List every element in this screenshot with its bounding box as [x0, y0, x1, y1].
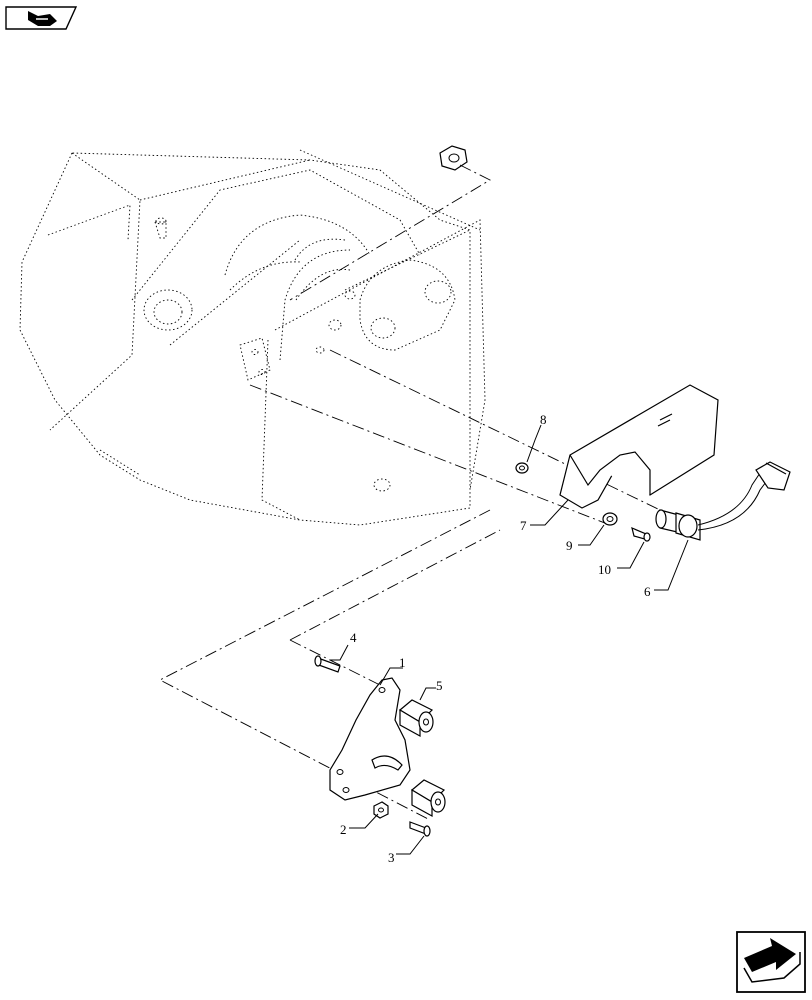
callout-5: 5 [436, 678, 443, 693]
view-direction-tab[interactable] [5, 6, 78, 30]
mounting-bracket [329, 677, 411, 801]
washer-9 [602, 512, 618, 526]
callout-7: 7 [520, 518, 527, 533]
bolt-4 [314, 655, 341, 673]
next-page-arrow-icon [743, 938, 801, 983]
callout-10: 10 [598, 562, 611, 577]
callout-4: 4 [350, 630, 357, 645]
next-page-box[interactable] [736, 931, 806, 993]
proximity-sensor [655, 461, 791, 541]
callout-2: 2 [340, 822, 347, 837]
sensor-bracket [559, 384, 719, 509]
callout-3: 3 [388, 850, 395, 865]
callout-1: 1 [399, 655, 406, 670]
spacer-upper [398, 699, 434, 738]
view-direction-arrow-icon [28, 11, 57, 26]
bolt-3 [409, 821, 431, 837]
spacer-lower [410, 779, 446, 818]
leader-lines [330, 424, 689, 855]
hex-nut [439, 145, 468, 171]
callout-9: 9 [566, 538, 573, 553]
loader-frame-ghost [19, 149, 486, 526]
washer-8 [515, 462, 529, 474]
bolt-10 [631, 526, 651, 542]
callout-8: 8 [540, 412, 547, 427]
callout-6: 6 [644, 584, 651, 599]
